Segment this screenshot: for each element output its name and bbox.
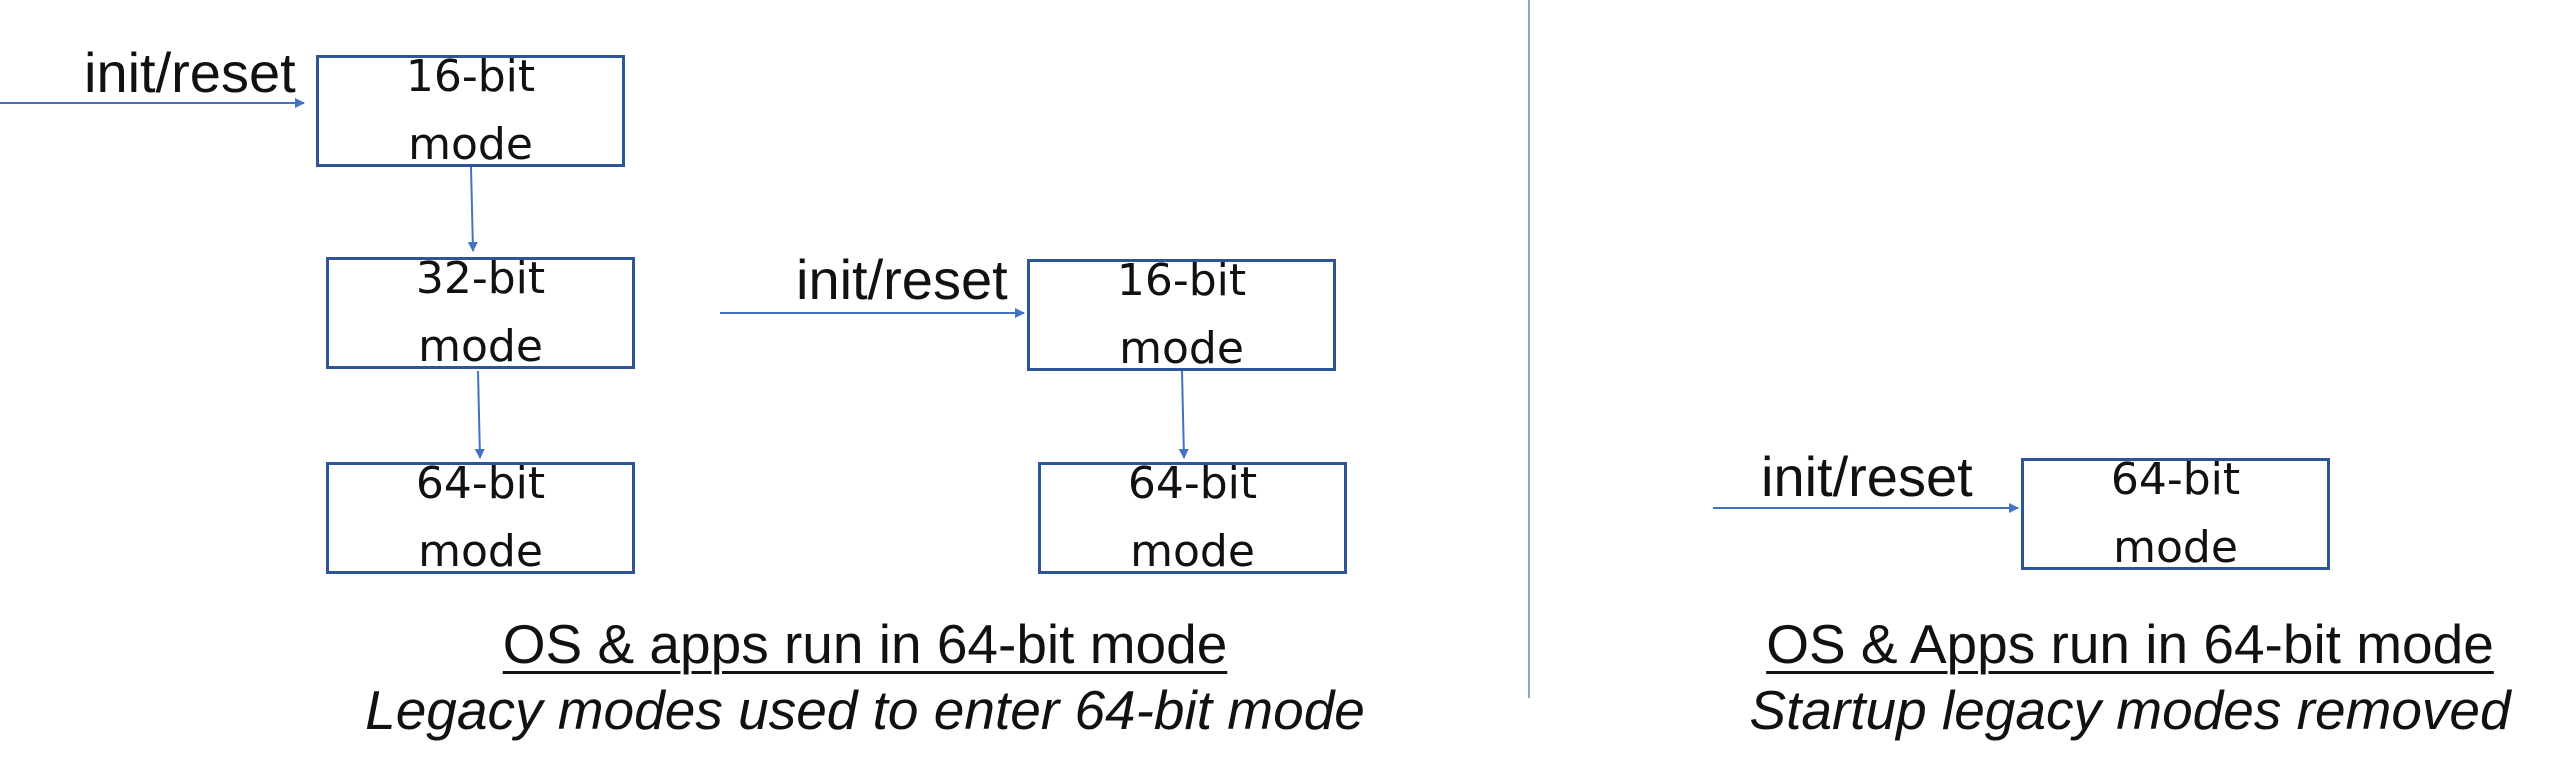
mode-box-32bit-a: 32-bit mode bbox=[326, 253, 635, 372]
left-caption-title: OS & apps run in 64-bit mode bbox=[502, 613, 1228, 675]
mode-box-64bit-a: 64-bit mode bbox=[326, 458, 635, 577]
box-line2: mode bbox=[418, 321, 543, 372]
right-caption-title: OS & Apps run in 64-bit mode bbox=[1766, 613, 2494, 675]
arrow-16-to-32 bbox=[467, 166, 478, 252]
init-reset-label-b: init/reset bbox=[796, 248, 1008, 311]
box-line2: mode bbox=[1119, 323, 1244, 374]
mode-box-16bit-a: 16-bit mode bbox=[316, 51, 625, 170]
box-line1: 16-bit bbox=[1116, 255, 1247, 306]
init-reset-label-right: init/reset bbox=[1761, 445, 1973, 508]
init-reset-label-a: init/reset bbox=[84, 41, 296, 104]
left-caption-subtitle: Legacy modes used to enter 64-bit mode bbox=[365, 679, 1365, 741]
box-line1: 64-bit bbox=[1127, 458, 1258, 509]
box-line1: 16-bit bbox=[405, 51, 536, 102]
arrow-16-to-64-b bbox=[1178, 370, 1189, 459]
mode-box-64bit-b: 64-bit mode bbox=[1038, 458, 1347, 577]
box-line2: mode bbox=[2113, 522, 2238, 573]
mode-box-64bit-right: 64-bit mode bbox=[2021, 454, 2330, 573]
box-line1: 64-bit bbox=[415, 458, 546, 509]
box-line2: mode bbox=[1130, 526, 1255, 577]
arrow-32-to-64 bbox=[474, 370, 485, 459]
right-caption-subtitle: Startup legacy modes removed bbox=[1749, 679, 2511, 741]
box-line2: mode bbox=[418, 526, 543, 577]
box-line1: 64-bit bbox=[2110, 454, 2241, 505]
box-line1: 32-bit bbox=[415, 253, 546, 304]
mode-box-16bit-b: 16-bit mode bbox=[1027, 255, 1336, 374]
box-line2: mode bbox=[408, 119, 533, 170]
